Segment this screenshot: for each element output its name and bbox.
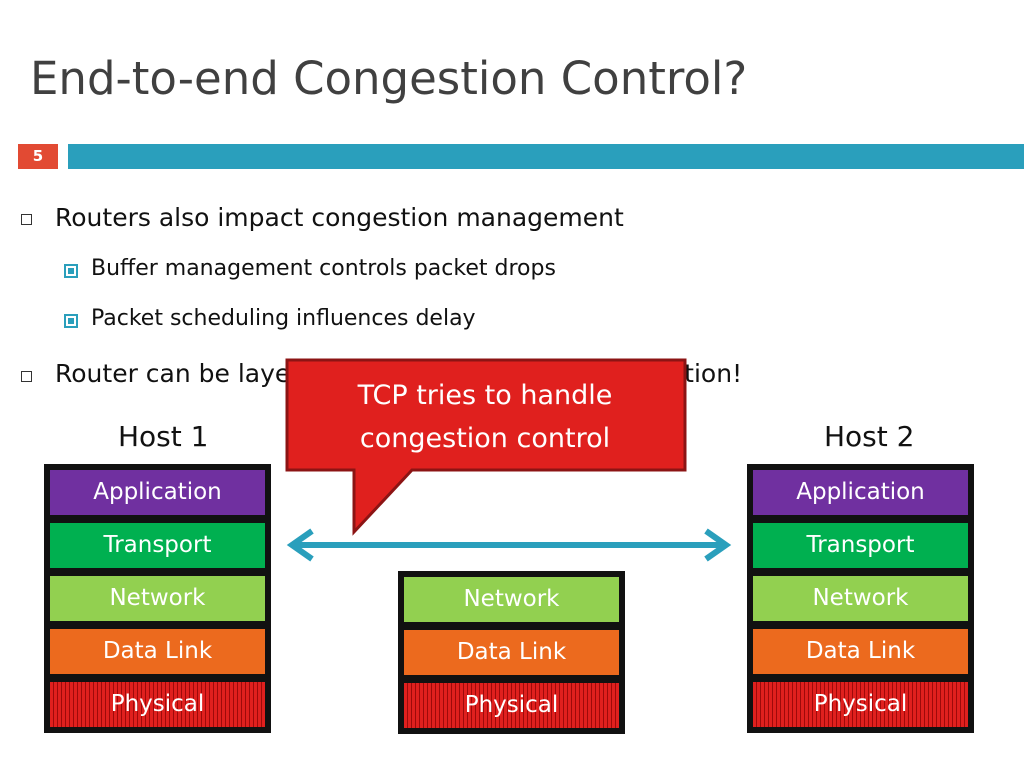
data-link-layer: Data Link bbox=[753, 629, 968, 674]
host-2-label: Host 2 bbox=[824, 420, 915, 453]
sub-bullet-1: Buffer management controls packet drops bbox=[91, 256, 556, 281]
callout-line-2: congestion control bbox=[359, 423, 611, 454]
bullet-1: Routers also impact congestion managemen… bbox=[55, 203, 624, 232]
data-link-layer: Data Link bbox=[50, 629, 265, 674]
host-1-stack: Application Transport Network Data Link … bbox=[44, 464, 271, 733]
bullet-square-icon bbox=[21, 214, 32, 225]
host-1-label: Host 1 bbox=[118, 420, 209, 453]
sub-bullet-square-icon bbox=[64, 314, 78, 328]
physical-layer: Physical bbox=[404, 683, 619, 728]
transport-layer: Transport bbox=[50, 523, 265, 568]
sub-bullet-2: Packet scheduling influences delay bbox=[91, 306, 476, 331]
bullet-square-icon bbox=[21, 371, 32, 382]
transport-layer: Transport bbox=[753, 523, 968, 568]
physical-layer: Physical bbox=[50, 682, 265, 727]
sub-bullet-square-icon bbox=[64, 264, 78, 278]
callout-text: TCP tries to handle congestion control bbox=[292, 374, 678, 460]
application-layer: Application bbox=[50, 470, 265, 515]
router-stack: Network Data Link Physical bbox=[398, 571, 625, 734]
network-layer: Network bbox=[753, 576, 968, 621]
double-arrow-icon bbox=[286, 528, 732, 562]
network-layer: Network bbox=[404, 577, 619, 622]
physical-layer: Physical bbox=[753, 682, 968, 727]
application-layer: Application bbox=[753, 470, 968, 515]
speech-bubble-icon bbox=[285, 358, 687, 536]
slide-title: End-to-end Congestion Control? bbox=[30, 52, 748, 105]
callout-line-1: TCP tries to handle bbox=[357, 380, 613, 411]
network-layer: Network bbox=[50, 576, 265, 621]
data-link-layer: Data Link bbox=[404, 630, 619, 675]
slide-number: 5 bbox=[18, 144, 58, 169]
title-rule bbox=[68, 144, 1024, 169]
host-2-stack: Application Transport Network Data Link … bbox=[747, 464, 974, 733]
